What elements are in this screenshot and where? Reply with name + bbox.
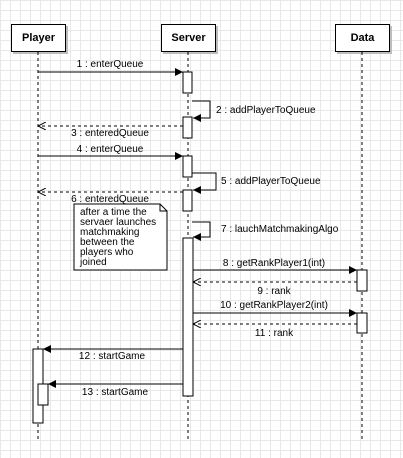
note-line: servaer launches — [80, 217, 157, 228]
activation-data-2 — [356, 312, 368, 334]
note-line: after a time the — [80, 207, 147, 218]
note-line: matchmaking — [80, 227, 140, 238]
activation-server-4 — [182, 189, 193, 212]
activation-player-2 — [37, 383, 49, 406]
message-label-4: 4 : enterQueue — [77, 144, 144, 155]
message-arrow-2 — [192, 100, 211, 122]
message-label-12: 12 : startGame — [79, 351, 146, 362]
activation-server-1 — [182, 71, 193, 94]
participant-server: Server — [161, 24, 216, 52]
message-label-11: 11 : rank — [255, 328, 294, 339]
note-shape — [73, 203, 168, 271]
message-label-8: 8 : getRankPlayer1(int) — [223, 258, 325, 269]
note-line: players who joined — [80, 247, 134, 268]
activation-server-3 — [182, 155, 193, 178]
message-label-5: 5 : addPlayerToQueue — [221, 176, 321, 187]
message-label-3: 3 : enteredQueue — [71, 128, 149, 139]
message-arrow-5 — [192, 172, 217, 194]
participant-player: Player — [11, 24, 66, 52]
message-label-2: 2 : addPlayerToQueue — [216, 105, 316, 116]
note-text: after a time the servaer launches matchm… — [74, 204, 167, 270]
activation-server-5 — [182, 237, 194, 397]
message-label-10: 10 : getRankPlayer2(int) — [220, 300, 328, 311]
message-label-1: 1 : enterQueue — [77, 59, 144, 70]
message-label-6: 6 : enteredQueue — [71, 194, 149, 205]
note-line: between the — [80, 237, 135, 248]
activation-data-1 — [356, 269, 368, 292]
participant-data: Data — [335, 24, 390, 52]
message-arrow-7 — [192, 221, 211, 241]
message-label-13: 13 : startGame — [82, 387, 149, 398]
message-label-9: 9 : rank — [257, 286, 291, 297]
message-label-7: 7 : lauchMatchmakingAlgo — [221, 224, 339, 235]
note-fold — [159, 204, 167, 212]
activation-server-2 — [182, 116, 193, 139]
